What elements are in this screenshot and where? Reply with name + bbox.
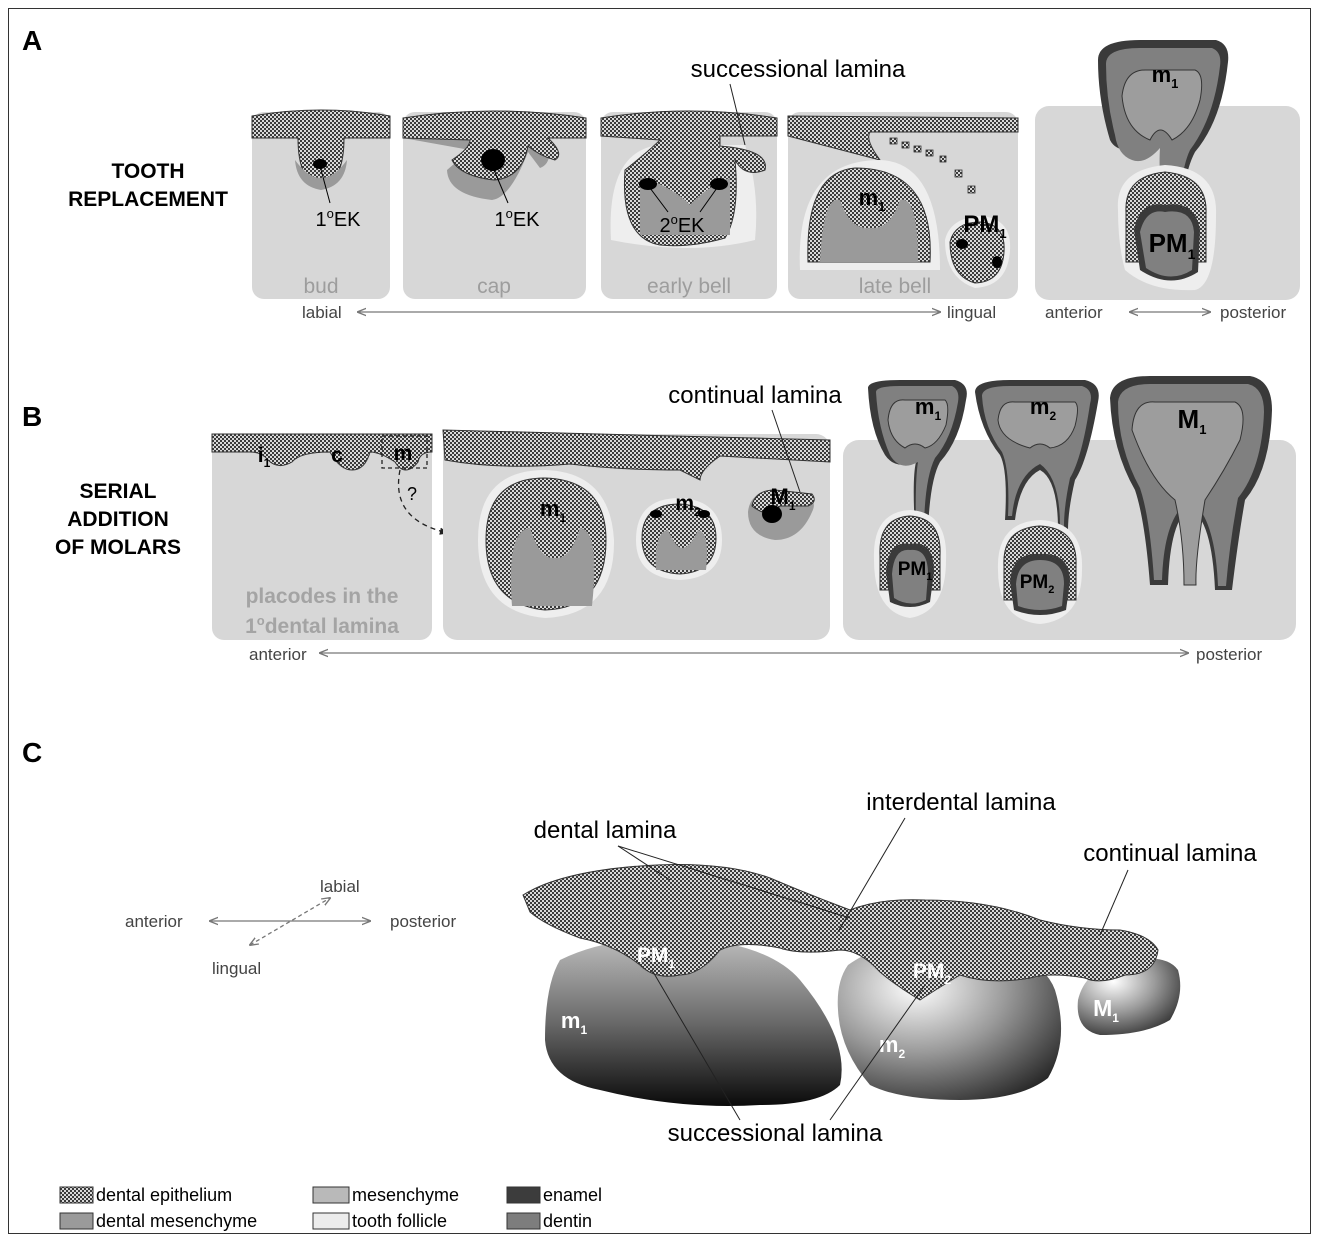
axis-label-anterior-b: anterior: [249, 645, 307, 664]
legend-swatch-tooth-follicle: [313, 1213, 349, 1229]
legend-swatch-mesenchyme: [313, 1187, 349, 1203]
early-bell-ek-label: 2oEK: [659, 212, 705, 237]
bud-ek-label: 1oEK: [315, 206, 361, 231]
legend-label-enamel: enamel: [543, 1185, 602, 1205]
3d-reconstruction: PM1 PM2 m1 m2 M1: [523, 865, 1180, 1107]
compass-label-labial: labial: [320, 877, 360, 896]
axis-label-lingual: lingual: [947, 303, 996, 322]
stage-label-bud: bud: [303, 275, 338, 298]
panel-b-title-line1: SERIAL: [79, 480, 156, 503]
stage-label-early-bell: early bell: [647, 275, 731, 298]
axis-label-anterior-a: anterior: [1045, 303, 1103, 322]
panel-c-letter: C: [22, 737, 42, 768]
successional-lamina-label-a: successional lamina: [691, 56, 906, 83]
replacement-tooth-box: m1 PM1: [1035, 40, 1300, 300]
legend: dental epithelium dental mesenchyme mese…: [60, 1185, 602, 1231]
axis-label-posterior-a: posterior: [1220, 303, 1286, 322]
compass-label-lingual: lingual: [212, 959, 261, 978]
stage-label-cap: cap: [477, 275, 511, 298]
legend-swatch-enamel: [507, 1187, 540, 1203]
legend-label-dental-epithelium: dental epithelium: [96, 1185, 232, 1205]
legend-label-dentin: dentin: [543, 1211, 592, 1231]
legend-swatch-dental-epithelium: [60, 1187, 93, 1203]
panel-b-title-line2: ADDITION: [67, 508, 169, 531]
orientation-compass: anterior posterior labial lingual: [125, 877, 456, 978]
adult-dentition-box: m1 PM1 m2 PM2 M1: [843, 376, 1296, 640]
continual-lamina-pointer-c: [1100, 870, 1128, 935]
axis-label-labial: labial: [302, 303, 342, 322]
early-bell-stage-box: 2oEK early bell: [601, 111, 777, 299]
placode-c-label: c: [331, 444, 343, 467]
interdental-lamina-label: interdental lamina: [866, 789, 1056, 816]
legend-swatch-dentin: [507, 1213, 540, 1229]
stage-label-late-bell: late bell: [859, 275, 931, 298]
compass-label-anterior: anterior: [125, 912, 183, 931]
compass-label-posterior: posterior: [390, 912, 456, 931]
cap-ek-label: 1oEK: [494, 206, 540, 231]
axis-label-posterior-b: posterior: [1196, 645, 1262, 664]
legend-label-dental-mesenchyme: dental mesenchyme: [96, 1211, 257, 1231]
legend-label-tooth-follicle: tooth follicle: [352, 1211, 447, 1231]
panel-a-letter: A: [22, 25, 42, 56]
placodes-caption-line1: placodes in the: [246, 585, 399, 608]
panel-b-title-line3: OF MOLARS: [55, 536, 181, 559]
molar-development-box: m1 m2 M1: [443, 430, 830, 640]
bud-stage-box: 1oEK bud: [252, 110, 390, 299]
continual-lamina-label-b: continual lamina: [668, 382, 842, 409]
dental-lamina-label: dental lamina: [534, 817, 677, 844]
placodes-caption-line2: 1odental lamina: [245, 613, 399, 638]
panel-a-title-line1: TOOTH: [111, 160, 184, 183]
legend-label-mesenchyme: mesenchyme: [352, 1185, 459, 1205]
panel-a-title-line2: REPLACEMENT: [68, 188, 228, 211]
placodes-box: i1 c m ? placodes in the 1odental lamina: [212, 434, 448, 640]
cap-stage-box: 1oEK cap: [403, 111, 586, 299]
successional-lamina-label-c: successional lamina: [668, 1120, 883, 1147]
legend-swatch-dental-mesenchyme: [60, 1213, 93, 1229]
placode-m-label: m: [394, 442, 413, 465]
late-bell-stage-box: m1 PM1 late bell: [788, 112, 1018, 299]
placode-question-mark: ?: [407, 484, 417, 504]
panel-b-letter: B: [22, 401, 42, 432]
continual-lamina-label-c: continual lamina: [1083, 840, 1257, 867]
